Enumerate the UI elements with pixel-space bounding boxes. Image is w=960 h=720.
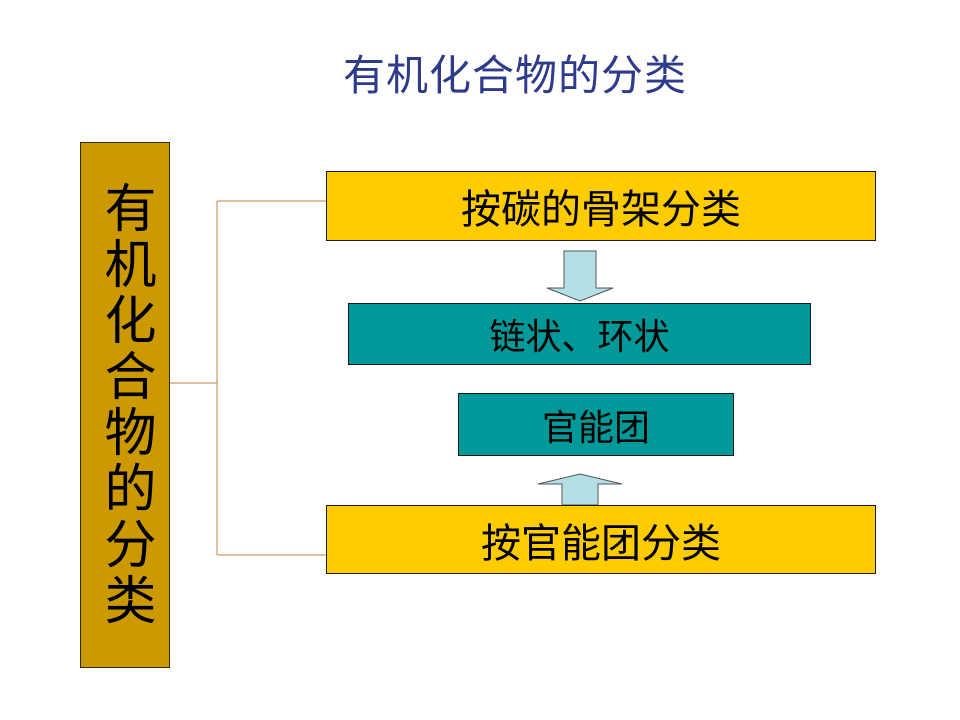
classification-by-carbon-skeleton: 按碳的骨架分类 xyxy=(326,171,876,241)
root-category-box: 有机化合物的分类 xyxy=(80,142,170,668)
by-functional-group-label: 按官能团分类 xyxy=(481,520,721,567)
chain-ring-label: 链状、环状 xyxy=(489,317,670,358)
functional-group-box: 官能团 xyxy=(458,393,734,456)
down-arrow xyxy=(546,250,614,302)
functional-group-label: 官能团 xyxy=(541,407,650,449)
up-arrow xyxy=(537,473,623,506)
slide-title: 有机化合物的分类 xyxy=(342,51,687,100)
bracket-connector xyxy=(170,200,326,556)
chain-ring-box: 链状、环状 xyxy=(348,303,811,365)
classification-by-functional-group: 按官能团分类 xyxy=(326,505,876,574)
root-category-label: 有机化合物的分类 xyxy=(95,181,155,629)
carbon-skeleton-label: 按碳的骨架分类 xyxy=(461,187,741,233)
